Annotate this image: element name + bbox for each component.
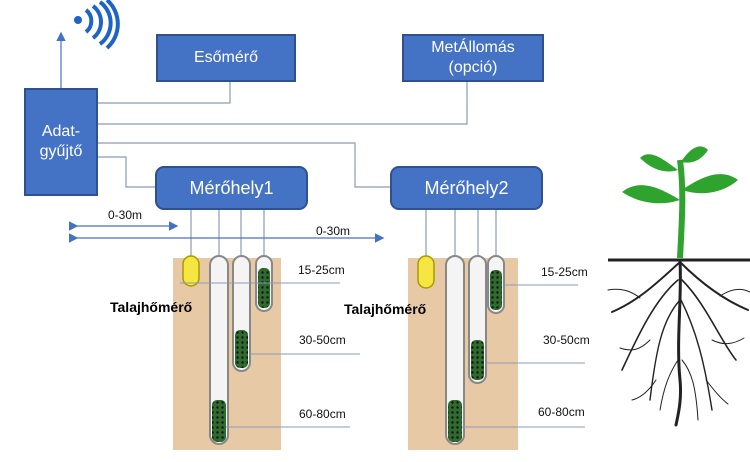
weather-station-label: MetÁllomás (opció)	[431, 39, 515, 76]
site1-thermometer-label: Talajhőmérő	[110, 299, 193, 315]
site1-depth-2: 30-50cm	[299, 333, 346, 347]
site2-cables	[425, 210, 497, 258]
site1-soil-thermometer	[182, 255, 200, 287]
site2-sensor-30-50	[471, 340, 484, 380]
distance-label-1: 0-30m	[108, 208, 143, 222]
site1-depth-1: 15-25cm	[298, 263, 345, 277]
site1-label: Mérőhely1	[189, 177, 274, 198]
weather-station-box: MetÁllomás (opció)	[402, 34, 544, 82]
site2-soil-thermometer	[417, 255, 435, 289]
datalogger-label: Adat- gyűjtő	[39, 123, 83, 160]
site2-depth-3: 60-80cm	[538, 405, 585, 419]
site1-sensor-60-80	[212, 400, 226, 442]
site1-box: Mérőhely1	[155, 166, 308, 210]
rain-gauge-label: Esőmérő	[193, 49, 259, 66]
site2-box: Mérőhely2	[390, 166, 543, 210]
rain-gauge-box: Esőmérő	[156, 34, 296, 82]
wifi-signal-icon	[74, 0, 120, 50]
site1-depth-leaders	[180, 282, 360, 428]
plant-with-roots-icon	[607, 146, 750, 427]
site1-depth-3: 60-80cm	[299, 407, 346, 421]
site2-depth-2: 30-50cm	[543, 333, 590, 347]
site1-sensor-15-25	[258, 268, 270, 308]
connection-lines	[98, 82, 468, 188]
site1-probe-60-80	[209, 255, 229, 445]
site2-sensor-60-80	[448, 400, 462, 442]
datalogger-box: Adat- gyűjtő	[24, 88, 98, 196]
site1-sensor-30-50	[235, 330, 248, 368]
site2-thermometer-label: Talajhőmérő	[344, 301, 427, 317]
site2-probe-60-80	[445, 255, 465, 445]
distance-label-2: 0-30m	[316, 224, 351, 238]
site2-depth-1: 15-25cm	[541, 265, 588, 279]
site2-sensor-15-25	[490, 270, 502, 310]
site2-label: Mérőhely2	[424, 177, 509, 198]
site2-depth-leaders	[462, 284, 585, 428]
site1-cables	[190, 210, 265, 258]
